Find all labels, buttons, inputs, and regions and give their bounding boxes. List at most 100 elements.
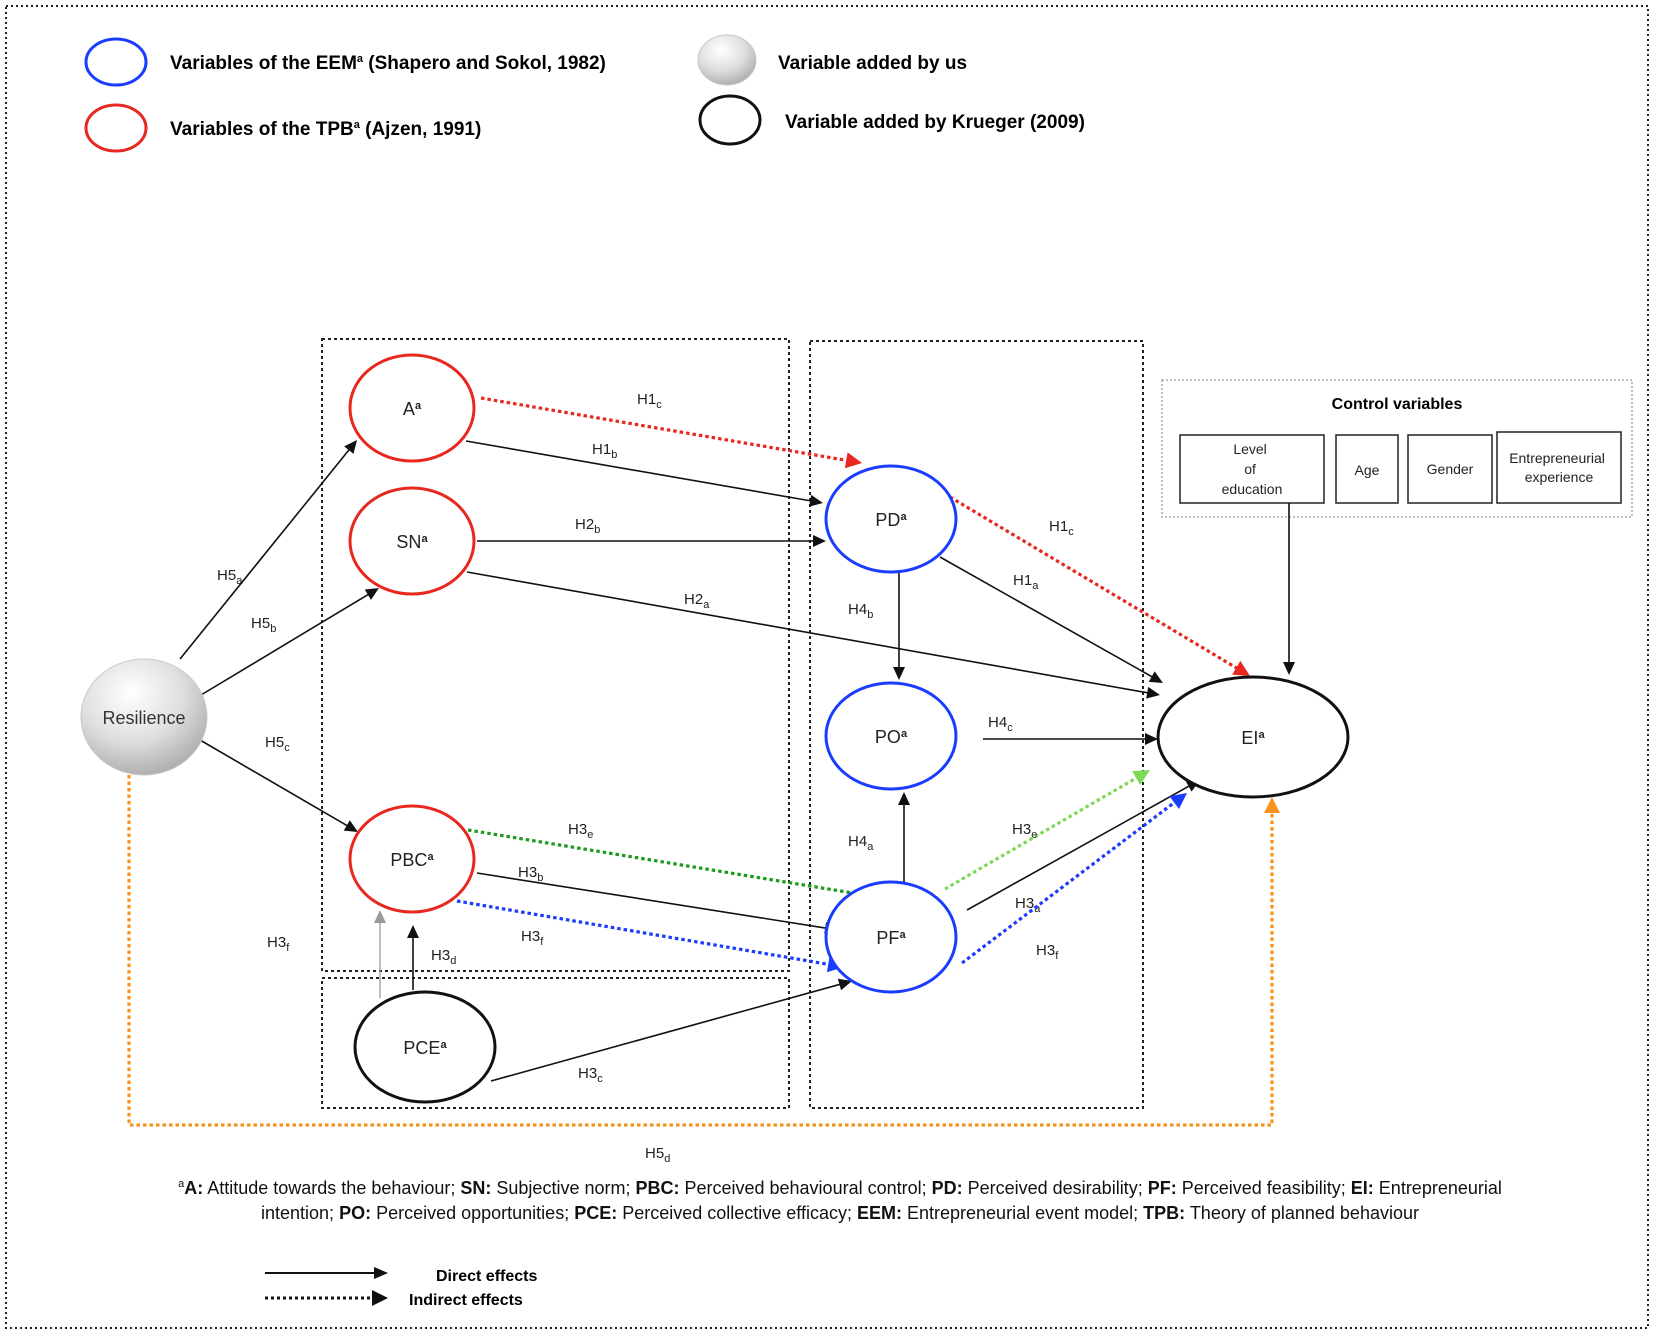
edge-arrowhead — [809, 494, 823, 507]
node-pbc: PBCa — [348, 804, 476, 914]
node-shape — [824, 681, 958, 791]
edge-arrowhead — [1145, 733, 1158, 745]
abbr-text-pd: Perceived desirability; — [962, 1178, 1148, 1198]
edge-arrowhead — [1148, 671, 1163, 683]
edge-arrowhead — [893, 667, 905, 680]
abbr-text-pf: Perceived feasibility; — [1176, 1178, 1351, 1198]
edge-line — [466, 571, 1150, 694]
node-ei: EIa — [1156, 675, 1350, 799]
edge-label: H3f — [521, 928, 544, 948]
edge-sn-ei: H2a — [466, 571, 1160, 699]
edge-label: H2b — [575, 516, 600, 536]
edge-pbc-pf-ind-g: H3e — [467, 821, 877, 903]
edge-label: H1a — [1013, 572, 1039, 592]
edge-label: H3b — [518, 864, 543, 884]
legend-added-by-us-label: Variable added by us — [778, 53, 967, 74]
control-box-age — [1335, 434, 1399, 504]
edge-pd-ei: H1a — [939, 556, 1163, 683]
edge-res-a: H5a — [179, 440, 357, 660]
direct-effect-arrowhead — [374, 1267, 388, 1279]
direct-effect-label: Direct effects — [436, 1268, 537, 1285]
node-shape — [353, 990, 497, 1104]
node-label: PBCa — [390, 850, 434, 870]
abbr-key-pf: PF: — [1147, 1178, 1177, 1198]
node-label: SNa — [396, 532, 428, 552]
edge-line — [961, 800, 1177, 965]
node-pce: PCEa — [353, 990, 497, 1104]
edge-line — [195, 592, 370, 699]
abbr-key-tpb: TPB: — [1143, 1203, 1186, 1223]
edge-arrowhead — [837, 978, 852, 991]
edge-pf-ei-ind-g: H3e — [944, 770, 1150, 891]
abbr-key-eem: EEM: — [857, 1203, 902, 1223]
edge-pbc-pf-ind-b: H3f — [456, 899, 844, 973]
indirect-effect-arrowhead — [372, 1290, 388, 1306]
edge-label: H3c — [578, 1065, 603, 1085]
abbr-text-sn: Subjective norm; — [491, 1178, 636, 1198]
edge-arrowhead — [1232, 660, 1250, 676]
node-label: Aa — [403, 399, 422, 419]
edge-arrowhead — [344, 440, 357, 454]
edge-line — [939, 556, 1154, 679]
abbr-text-tpb: Theory of planned behaviour — [1185, 1203, 1419, 1223]
edge-line — [949, 495, 1239, 671]
edge-arrowhead — [1132, 770, 1150, 785]
edge-arrowhead — [364, 588, 379, 600]
legend-eem-swatch — [84, 37, 148, 87]
edge-res-ei-ind: H5d — [127, 775, 1280, 1165]
edge-label: H3d — [431, 947, 456, 967]
edge-res-pbc: H5c — [199, 734, 358, 832]
edge-pd-ei-ind: H1c — [949, 495, 1250, 676]
control-box-education — [1179, 434, 1325, 504]
edges-layer: H1cH1bH2bH2aH1cH1aH4bH4cH4aH5aH5bH5cH5dH… — [127, 391, 1295, 1165]
abbr-key-ei: EI: — [1350, 1178, 1374, 1198]
eem-group-box — [809, 340, 1144, 1109]
indirect-effect-label: Indirect effects — [409, 1292, 523, 1309]
node-label: Resilience — [102, 708, 185, 728]
edge-po-ei: H4c — [983, 714, 1158, 745]
control-gender-label: Gender — [1427, 461, 1474, 477]
tpb-group-box — [321, 338, 790, 972]
abbr-text-pbc: Perceived behavioural control; — [679, 1178, 932, 1198]
edge-arrowhead — [844, 452, 862, 469]
edge-sn-pd: H2b — [477, 516, 826, 547]
edge-label: H3a — [1015, 895, 1041, 915]
abbreviations-note: aA: Attitude towards the behaviour; SN: … — [150, 1172, 1530, 1226]
abbr-text-eem: Entrepreneurial event model; — [902, 1203, 1144, 1223]
edge-line — [476, 872, 828, 930]
edge-label: H5c — [265, 734, 290, 754]
abbr-key-a: A: — [184, 1178, 204, 1198]
abbr-key-pbc: PBC: — [635, 1178, 680, 1198]
edge-arrowhead — [1264, 797, 1280, 813]
edge-pce-pf: H3c — [490, 978, 852, 1085]
edge-arrowhead — [374, 910, 386, 923]
edge-label: H1c — [637, 391, 662, 411]
abbr-key-pce: PCE: — [574, 1203, 618, 1223]
abbr-text-ei: Entrepreneurial intention; — [261, 1178, 1502, 1223]
edge-arrowhead — [813, 535, 826, 547]
edge-arrowhead — [898, 792, 910, 805]
edge-pce-pbc: H3d — [407, 925, 456, 990]
edge-label: H3e — [1012, 821, 1037, 841]
control-box-experience — [1496, 431, 1622, 504]
edge-arrowhead — [343, 820, 358, 832]
node-label: EIa — [1241, 728, 1265, 748]
edge-label: H3e — [568, 821, 593, 841]
control-variables-panel: Control variables Level of education Age… — [1161, 379, 1633, 518]
legend: Variables of the EEMa (Shapero and Sokol… — [84, 34, 1085, 153]
abbr-marker: a — [178, 1178, 185, 1190]
control-box-gender — [1407, 434, 1493, 504]
legend-krueger-swatch — [698, 94, 762, 146]
edge-arrowhead — [1283, 662, 1295, 675]
legend-eem-label: Variables of the EEMa (Shapero and Sokol… — [170, 53, 606, 74]
node-label: PDa — [875, 510, 907, 530]
node-label: PCEa — [403, 1038, 447, 1058]
node-pf: PFa — [824, 880, 958, 994]
edge-label: H1c — [1049, 518, 1074, 538]
edge-pf-ei: H3a — [966, 780, 1200, 915]
control-variables-box — [1161, 379, 1633, 518]
abbr-text-pce: Perceived collective efficacy; — [617, 1203, 857, 1223]
edge-label: H4b — [848, 601, 873, 621]
edge-label: H4c — [988, 714, 1013, 734]
legend-tpb-label: Variables of the TPBa (Ajzen, 1991) — [170, 119, 481, 140]
